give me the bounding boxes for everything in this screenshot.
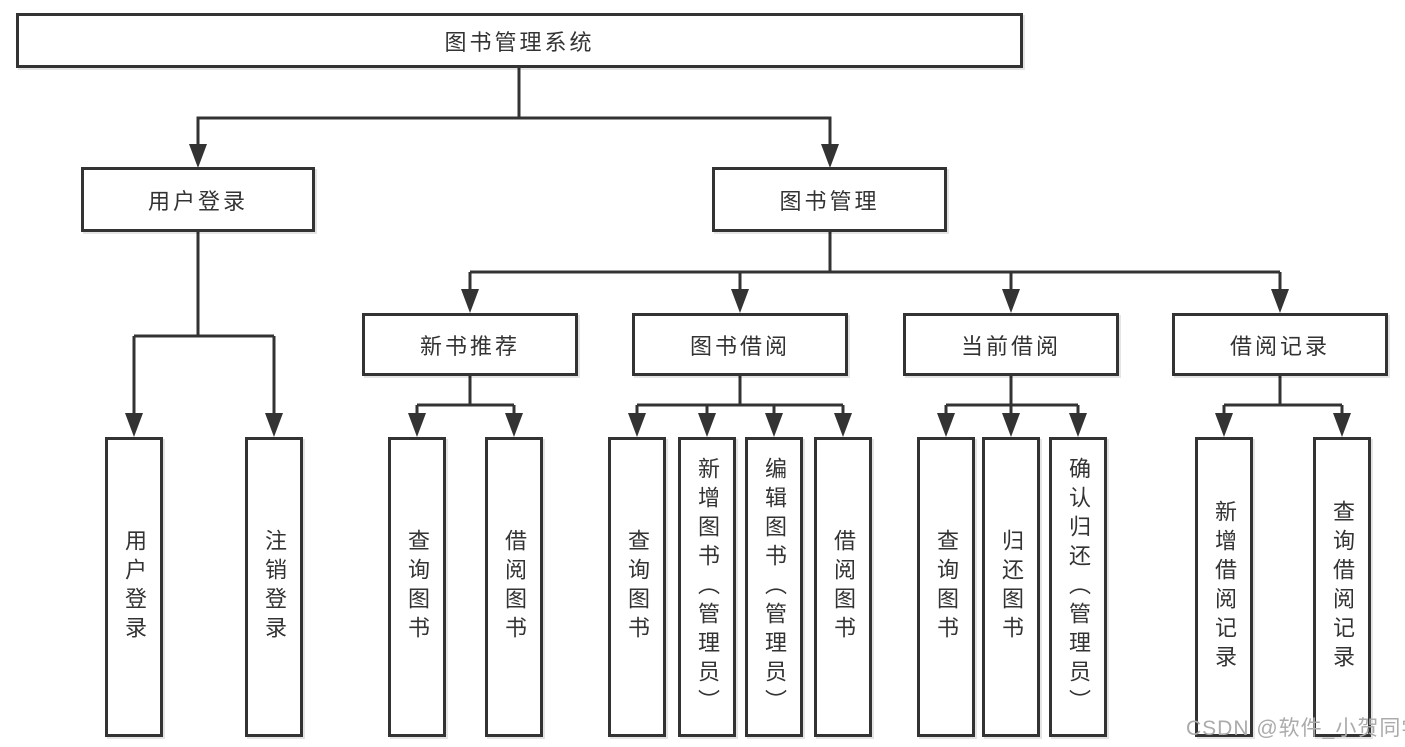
node-root: 图书管理系统 [16, 13, 1023, 68]
edge-currentborrow-to-leaves [944, 374, 1080, 415]
edge-userlogin-to-leaves [132, 230, 276, 415]
edge-root-to-level2 [196, 66, 832, 146]
leaf-borrowing-borrow-books: 借阅图书 [814, 437, 872, 737]
edge-bookborrow-to-leaves [635, 374, 845, 415]
edge-bookmgmt-to-level3 [468, 230, 1282, 290]
leaf-edit-books-admin-label: 编辑图书（管理员） [762, 456, 787, 718]
leaf-confirm-return-admin: 确认归还（管理员） [1049, 437, 1107, 737]
edge-borrowrecords-to-leaves [1222, 374, 1344, 415]
leaf-recommend-borrow-books: 借阅图书 [485, 437, 543, 737]
node-current-borrowing-label: 当前借阅 [960, 333, 1061, 359]
node-book-borrowing-label: 图书借阅 [689, 333, 790, 359]
leaf-recommend-query-books: 查询图书 [388, 437, 446, 737]
leaf-query-borrow-record-label: 查询借阅记录 [1330, 500, 1355, 674]
leaf-user-login-label: 用户登录 [122, 529, 147, 645]
leaf-borrowing-query-books: 查询图书 [608, 437, 666, 737]
leaf-logout: 注销登录 [245, 437, 303, 737]
node-book-borrowing: 图书借阅 [632, 313, 848, 376]
node-book-management: 图书管理 [712, 167, 947, 232]
node-book-management-label: 图书管理 [779, 188, 880, 214]
leaf-logout-label: 注销登录 [262, 529, 287, 645]
leaf-return-books-label: 归还图书 [999, 529, 1024, 645]
leaf-add-borrow-record-label: 新增借阅记录 [1212, 500, 1237, 674]
leaf-user-login: 用户登录 [105, 437, 163, 737]
arrowheads [125, 144, 1351, 437]
node-borrow-records-label: 借阅记录 [1229, 333, 1330, 359]
leaf-borrowing-borrow-books-label: 借阅图书 [831, 529, 856, 645]
leaf-add-books-admin: 新增图书（管理员） [678, 437, 736, 737]
leaf-recommend-borrow-books-label: 借阅图书 [502, 529, 527, 645]
edge-newbookrec-to-leaves [415, 374, 516, 415]
leaf-return-books: 归还图书 [982, 437, 1040, 737]
leaf-current-query-books-label: 查询图书 [934, 529, 959, 645]
node-new-book-recommend: 新书推荐 [362, 313, 578, 376]
node-user-login-label: 用户登录 [147, 188, 248, 214]
leaf-borrowing-query-books-label: 查询图书 [625, 529, 650, 645]
leaf-confirm-return-admin-label: 确认归还（管理员） [1066, 456, 1091, 718]
node-user-login: 用户登录 [81, 167, 315, 232]
leaf-current-query-books: 查询图书 [917, 437, 975, 737]
leaf-edit-books-admin: 编辑图书（管理员） [745, 437, 803, 737]
leaf-add-books-admin-label: 新增图书（管理员） [695, 456, 720, 718]
node-new-book-recommend-label: 新书推荐 [419, 333, 520, 359]
leaf-add-borrow-record: 新增借阅记录 [1195, 437, 1253, 737]
node-root-label: 图书管理系统 [444, 29, 595, 55]
leaf-query-borrow-record: 查询借阅记录 [1313, 437, 1371, 737]
leaf-recommend-query-books-label: 查询图书 [405, 529, 430, 645]
node-borrow-records: 借阅记录 [1172, 313, 1388, 376]
node-current-borrowing: 当前借阅 [903, 313, 1119, 376]
csdn-watermark: CSDN @软件_小贺同学 [1186, 717, 1405, 740]
